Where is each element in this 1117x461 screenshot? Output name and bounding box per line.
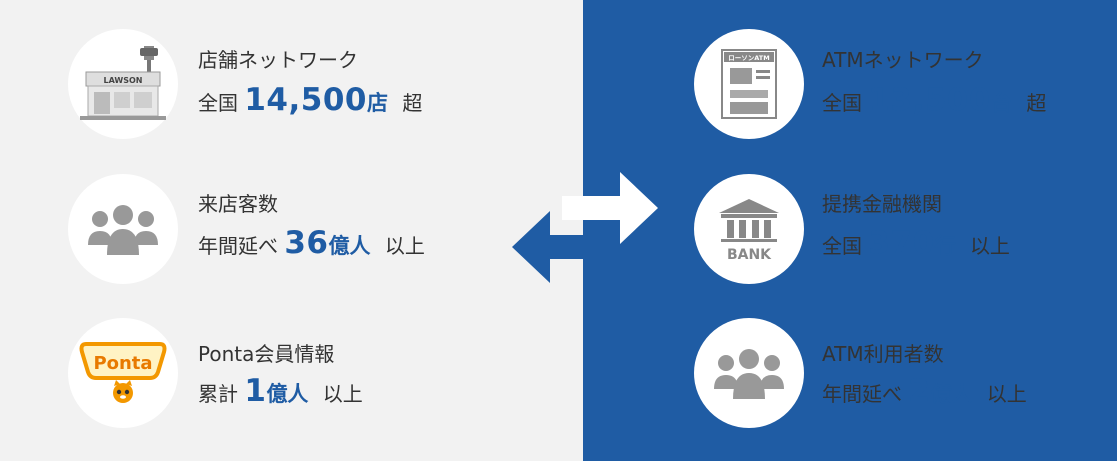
right-panel: [583, 0, 1117, 461]
svg-text:Ponta: Ponta: [93, 353, 152, 374]
svg-text:BANK: BANK: [727, 247, 772, 261]
lawson-store-icon: LAWSON: [80, 46, 166, 120]
visitors-stat: 年間延べ 36億人 以上: [198, 225, 425, 261]
stat-unit: 店: [367, 91, 388, 115]
stat-prefix: 全国: [198, 91, 238, 115]
people-icon: [88, 205, 158, 255]
stat-number: 14,500: [244, 82, 367, 118]
stat-suffix: 以上: [986, 382, 1027, 406]
stat-suffix: 超: [402, 91, 423, 115]
atm-icon: ローソンATM: [721, 49, 777, 119]
partner-banks-title: 提携金融機関: [822, 192, 942, 216]
ponta-icon-circle: Ponta: [68, 318, 178, 428]
atm-users-stat: 年間延べ 2億人 以上: [822, 373, 1027, 409]
stat-suffix: 以上: [969, 234, 1010, 258]
ponta-stat: 累計 1億人 以上: [198, 373, 363, 409]
stat-number: 13,500: [868, 82, 991, 118]
stat-prefix: 全国: [822, 91, 862, 115]
stat-number: 1: [244, 373, 267, 409]
stat-suffix: 以上: [384, 234, 425, 258]
stat-unit: 台: [991, 91, 1012, 115]
stat-prefix: 年間延べ: [822, 382, 902, 406]
stat-unit: 行: [934, 234, 956, 258]
store-icon-circle: LAWSON: [68, 29, 178, 139]
stat-prefix: 年間延べ: [198, 234, 278, 258]
store-network-stat: 全国 14,500店 超: [198, 82, 422, 118]
atm-icon-circle: ローソンATM: [694, 29, 804, 139]
stat-number: 370: [868, 225, 935, 261]
stat-number: 2: [908, 373, 931, 409]
stat-unit: 億人: [328, 234, 371, 258]
stat-suffix: 超: [1026, 91, 1047, 115]
stat-unit: 億人: [930, 382, 973, 406]
people-icon: [714, 349, 784, 399]
atm-users-icon-circle: [694, 318, 804, 428]
bank-icon-circle: BANK: [694, 174, 804, 284]
ponta-title: Ponta会員情報: [198, 342, 335, 366]
bank-icon: BANK: [719, 199, 779, 261]
visitors-icon-circle: [68, 174, 178, 284]
visitors-title: 来店客数: [198, 192, 278, 216]
svg-text:LAWSON: LAWSON: [103, 76, 142, 85]
stat-prefix: 累計: [198, 382, 238, 406]
svg-text:ローソンATM: ローソンATM: [728, 54, 769, 62]
partner-banks-stat: 全国 370行 以上: [822, 225, 1010, 261]
stat-prefix: 全国: [822, 234, 862, 258]
double-arrow-icon: [512, 172, 658, 283]
atm-users-title: ATM利用者数: [822, 342, 944, 366]
atm-network-title: ATMネットワーク: [822, 48, 984, 72]
stat-number: 36: [284, 225, 329, 261]
store-network-title: 店舗ネットワーク: [198, 48, 358, 72]
stat-suffix: 以上: [322, 382, 363, 406]
atm-network-stat: 全国 13,500台 超: [822, 82, 1046, 118]
stat-unit: 億人: [266, 382, 309, 406]
ponta-logo-icon: Ponta: [79, 342, 167, 403]
